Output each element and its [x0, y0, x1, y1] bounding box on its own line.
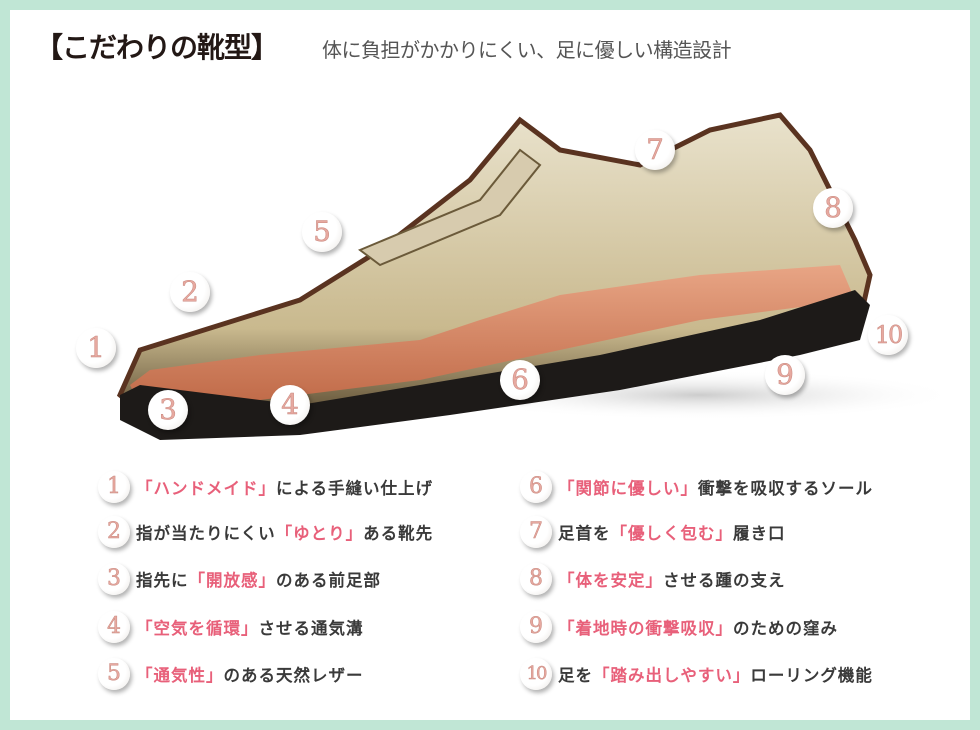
feature-item: 5「通気性」のある天然レザー: [98, 658, 364, 690]
text-post: させる踵の支え: [663, 571, 786, 590]
text-post: による手縫い仕上げ: [276, 479, 434, 498]
feature-item: 4「空気を循環」させる通気溝: [98, 611, 364, 643]
text-post: 衝撃を吸収するソール: [698, 479, 873, 498]
callout-2: 2: [170, 272, 210, 312]
text-pre: 指先に: [136, 571, 189, 590]
feature-text: 足首を「優しく包む」履き口: [558, 520, 786, 544]
callout-3: 3: [148, 390, 188, 430]
text-post: ローリング機能: [750, 666, 873, 685]
feature-text: 「関節に優しい」衝撃を吸収するソール: [558, 475, 873, 499]
callout-4: 4: [270, 385, 310, 425]
feature-item: 6「関節に優しい」衝撃を吸収するソール: [520, 471, 873, 503]
text-post: させる通気溝: [258, 619, 364, 638]
text-highlight: 「着地時の衝撃吸収」: [558, 619, 733, 638]
text-highlight: 「開放感」: [188, 571, 276, 590]
callout-7: 7: [635, 130, 675, 170]
feature-text: 「通気性」のある天然レザー: [136, 662, 364, 686]
callout-9: 9: [765, 355, 805, 395]
callout-6: 6: [500, 360, 540, 400]
text-highlight: 「ゆとり」: [275, 524, 364, 543]
number-badge: 8: [520, 563, 552, 595]
feature-text: 「体を安定」させる踵の支え: [558, 567, 786, 591]
number-badge: 10: [520, 658, 552, 690]
text-post: 履き口: [733, 524, 786, 543]
text-highlight: 「関節に優しい」: [558, 479, 698, 498]
callout-10: 10: [868, 315, 908, 355]
number-badge: 4: [98, 611, 130, 643]
callout-5: 5: [302, 212, 342, 252]
callout-1: 1: [76, 328, 116, 368]
feature-item: 8「体を安定」させる踵の支え: [520, 563, 786, 595]
text-post: のための窪み: [733, 619, 838, 638]
text-pre: 指が当たりにくい: [136, 524, 276, 543]
feature-text: 「空気を循環」させる通気溝: [136, 615, 364, 639]
feature-text: 指先に「開放感」のある前足部: [136, 567, 381, 591]
number-badge: 3: [98, 563, 130, 595]
feature-item: 1「ハンドメイド」による手縫い仕上げ: [98, 471, 433, 503]
text-post: ある靴先: [363, 524, 434, 543]
page-subtitle: 体に負担がかかりにくい、足に優しい構造設計: [322, 38, 732, 62]
text-pre: 足首を: [558, 524, 611, 543]
feature-text: 「ハンドメイド」による手縫い仕上げ: [136, 475, 433, 499]
number-badge: 2: [98, 516, 130, 548]
text-post: のある前足部: [276, 571, 381, 590]
feature-text: 「着地時の衝撃吸収」のための窪み: [558, 615, 838, 639]
page-title: 【こだわりの靴型】: [35, 31, 279, 64]
number-badge: 5: [98, 658, 130, 690]
number-badge: 1: [98, 471, 130, 503]
text-highlight: 「通気性」: [136, 666, 224, 685]
feature-text: 足を「踏み出しやすい」ローリング機能: [558, 662, 873, 686]
feature-item: 9「着地時の衝撃吸収」のための窪み: [520, 611, 838, 643]
shoe-cutaway-illustration: [116, 112, 960, 440]
number-badge: 9: [520, 611, 552, 643]
text-highlight: 「体を安定」: [558, 571, 663, 590]
text-post: のある天然レザー: [223, 666, 364, 685]
text-highlight: 「空気を循環」: [136, 619, 259, 638]
text-highlight: 「踏み出しやすい」: [593, 666, 751, 685]
text-highlight: 「ハンドメイド」: [136, 479, 276, 498]
text-highlight: 「優しく包む」: [610, 524, 733, 543]
text-pre: 足を: [558, 666, 593, 685]
callout-8: 8: [813, 188, 853, 228]
feature-text: 指が当たりにくい「ゆとり」ある靴先: [136, 520, 433, 544]
number-badge: 6: [520, 471, 552, 503]
number-badge: 7: [520, 516, 552, 548]
